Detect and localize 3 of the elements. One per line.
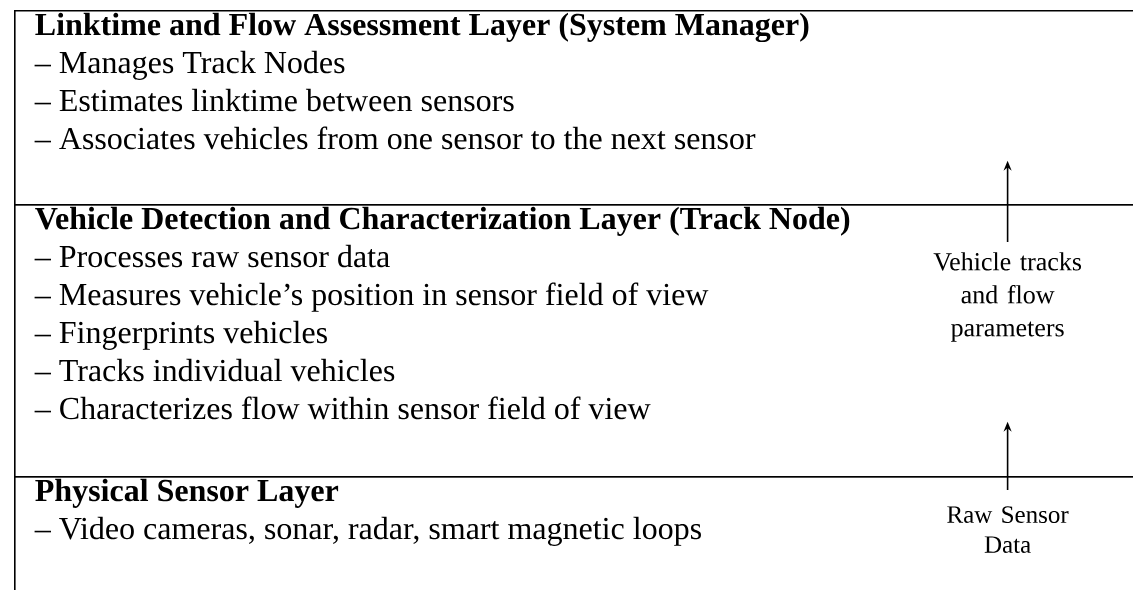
arrow-label: Raw Sensor Data [947,506,1069,553]
arrow-label: Vehicle tracks and flow parameters [933,252,1082,342]
layer-band: Linktime and Flow Assessment Layer (System Manager) – Manages Track Nodes – Estimates linktime between sensors – Associates vehicles from one sensor to the next sensor [14,10,1133,206]
